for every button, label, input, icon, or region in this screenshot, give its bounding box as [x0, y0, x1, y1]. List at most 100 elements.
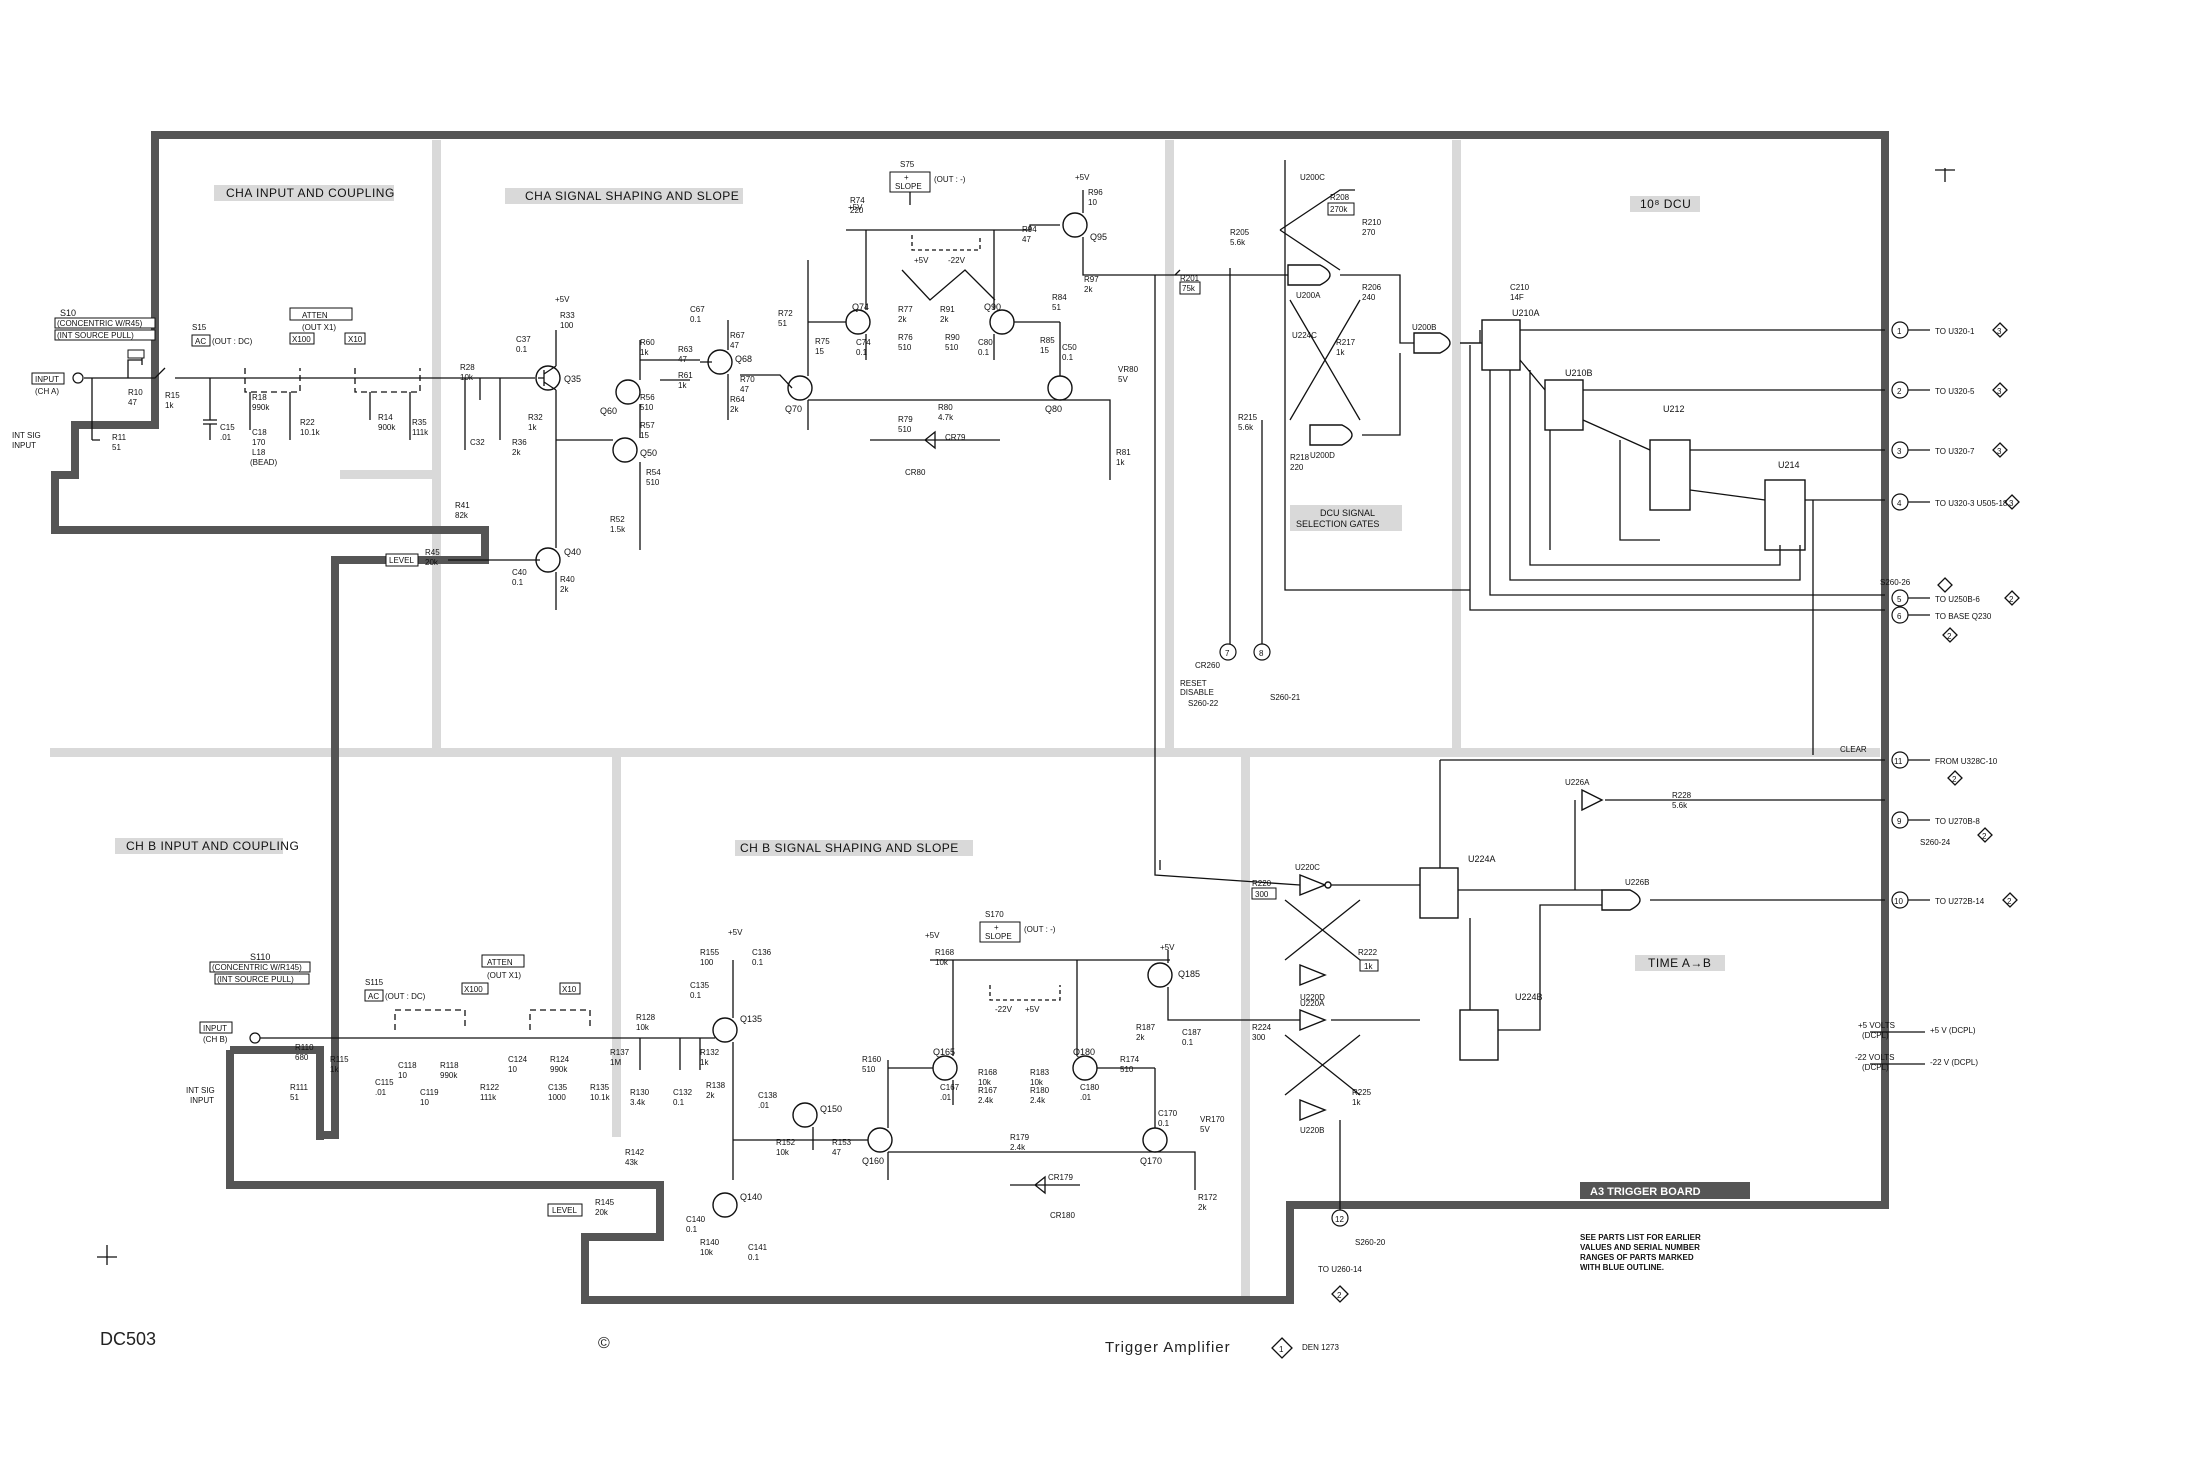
svg-text:(OUT X1): (OUT X1): [487, 971, 521, 980]
q35-label: Q35: [564, 374, 581, 384]
svg-text:2: 2: [1952, 775, 1957, 784]
svg-text:1k: 1k: [528, 423, 537, 432]
board-label-bg: [1580, 1182, 1750, 1199]
svg-text:U220B: U220B: [1300, 1126, 1324, 1135]
svg-text:DISABLE: DISABLE: [1180, 688, 1214, 697]
svg-text:-22 VOLTS: -22 VOLTS: [1855, 1053, 1894, 1062]
svg-text:R168: R168: [978, 1068, 998, 1077]
svg-text:R138: R138: [706, 1081, 726, 1090]
svg-text:(DCPL): (DCPL): [1862, 1031, 1889, 1040]
svg-text:C67: C67: [690, 305, 705, 314]
svg-text:R168: R168: [935, 948, 955, 957]
svg-text:U200A: U200A: [1296, 291, 1321, 300]
svg-text:5.6k: 5.6k: [1230, 238, 1246, 247]
svg-text:R118: R118: [440, 1061, 459, 1070]
svg-text:990k: 990k: [550, 1065, 568, 1074]
dcu-section: 10⁸ DCU C210 14F U210A U210B U212 U214: [1284, 160, 1885, 755]
svg-text:CR260: CR260: [1195, 661, 1220, 670]
svg-text:+5V: +5V: [1160, 943, 1175, 952]
svg-text:S260-24: S260-24: [1920, 838, 1951, 847]
svg-text:10k: 10k: [700, 1248, 714, 1257]
svg-text:INT SIG: INT SIG: [186, 1086, 215, 1095]
svg-text:C135: C135: [690, 981, 710, 990]
output-3: 3 TO U320-7 3: [1891, 441, 2008, 459]
svg-text:R52: R52: [610, 515, 625, 524]
output-5: S260-26 5 TO U250B-6 2: [1880, 577, 2020, 607]
time-section: TIME A→B U220C U220D U220A U220B R220 30…: [1154, 275, 1978, 1303]
svg-text:+: +: [994, 923, 999, 932]
q80-label: Q80: [1045, 404, 1062, 414]
svg-text:2k: 2k: [898, 315, 907, 324]
s170-label: S170: [985, 910, 1004, 919]
svg-text:.01: .01: [375, 1088, 387, 1097]
svg-text:R18: R18: [252, 393, 267, 402]
svg-text:10k: 10k: [978, 1078, 992, 1087]
svg-text:TO U272B-14: TO U272B-14: [1935, 897, 1985, 906]
svg-text:C180: C180: [1080, 1083, 1100, 1092]
svg-text:1k: 1k: [165, 401, 174, 410]
svg-text:R96: R96: [1088, 188, 1103, 197]
svg-text:R64: R64: [730, 395, 745, 404]
svg-text:R84: R84: [1052, 293, 1067, 302]
svg-text:CR179: CR179: [1048, 1173, 1073, 1182]
svg-text:S260-22: S260-22: [1188, 699, 1219, 708]
svg-text:2: 2: [1897, 387, 1902, 396]
svg-text:R201: R201: [1180, 274, 1200, 283]
svg-text:R11: R11: [112, 433, 127, 442]
svg-text:C40: C40: [512, 568, 527, 577]
s170-switch-tag: [979, 921, 1021, 943]
svg-text:10k: 10k: [636, 1023, 650, 1032]
cha-ac-label: AC: [195, 337, 206, 346]
svg-text:6: 6: [1897, 612, 1902, 621]
svg-text:U224A: U224A: [1468, 854, 1496, 864]
svg-text:680: 680: [295, 1053, 309, 1062]
svg-text:12: 12: [1335, 1215, 1344, 1224]
svg-text:U210A: U210A: [1512, 308, 1540, 318]
svg-text:900k: 900k: [378, 423, 396, 432]
svg-text:R74: R74: [850, 196, 865, 205]
svg-text:0.1: 0.1: [748, 1253, 760, 1262]
svg-text:20k: 20k: [595, 1208, 609, 1217]
svg-text:R187: R187: [1136, 1023, 1156, 1032]
svg-text:9: 9: [1897, 817, 1902, 826]
svg-text:RESET: RESET: [1180, 679, 1207, 688]
svg-text:R41: R41: [455, 501, 470, 510]
output-9: 9 TO U270B-8 2 S260-24: [1891, 811, 1993, 847]
svg-text:C135: C135: [548, 1083, 568, 1092]
svg-text:R72: R72: [778, 309, 793, 318]
svg-text:1k: 1k: [1364, 962, 1373, 971]
q60-label: Q60: [600, 406, 617, 416]
svg-text:4.7k: 4.7k: [938, 413, 954, 422]
svg-text:TO U270B-8: TO U270B-8: [1935, 817, 1980, 826]
svg-text:R208: R208: [1330, 193, 1350, 202]
svg-text:0.1: 0.1: [686, 1225, 698, 1234]
svg-text:2: 2: [2009, 595, 2014, 604]
svg-text:0.1: 0.1: [856, 348, 868, 357]
board-label: A3 TRIGGER BOARD: [1590, 1186, 1701, 1198]
svg-text:15: 15: [815, 347, 824, 356]
svg-text:4: 4: [1897, 499, 1902, 508]
svg-text:3: 3: [1997, 387, 2002, 396]
svg-text:10: 10: [1088, 198, 1097, 207]
svg-text:1k: 1k: [330, 1065, 339, 1074]
svg-text:2k: 2k: [1198, 1203, 1207, 1212]
svg-text:R222: R222: [1358, 948, 1378, 957]
svg-text:.01: .01: [220, 433, 232, 442]
svg-text:510: 510: [898, 425, 912, 434]
svg-text:C170: C170: [1158, 1109, 1178, 1118]
sheet-title: Trigger Amplifier: [1105, 1339, 1231, 1356]
svg-text:2: 2: [2007, 897, 2012, 906]
svg-text:R132: R132: [700, 1048, 720, 1057]
svg-text:3: 3: [1997, 327, 2002, 336]
svg-text:1000: 1000: [548, 1093, 566, 1102]
svg-text:10k: 10k: [776, 1148, 790, 1157]
svg-text:C119: C119: [420, 1088, 439, 1097]
svg-text:R54: R54: [646, 468, 661, 477]
svg-text:0.1: 0.1: [752, 958, 764, 967]
svg-text:R85: R85: [1040, 336, 1055, 345]
svg-text:10: 10: [1894, 897, 1903, 906]
svg-text:2k: 2k: [730, 405, 739, 414]
svg-text:C187: C187: [1182, 1028, 1202, 1037]
svg-text:300: 300: [1255, 890, 1269, 899]
